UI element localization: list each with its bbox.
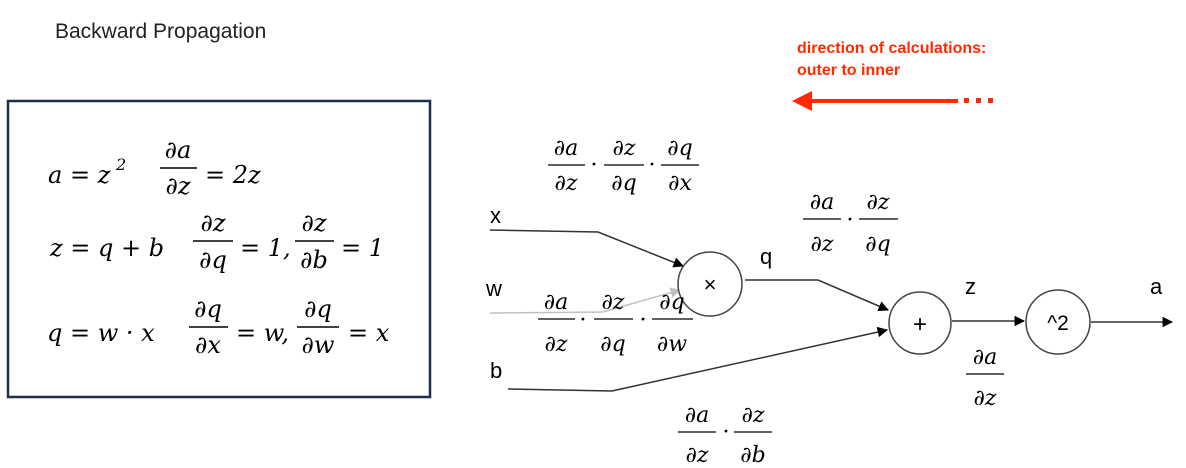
gdq-n2: ∂z [867,190,890,215]
eq3-denominator-1: ∂x [195,331,221,359]
gradient-dq: ∂a ∂z · ∂z ∂q [803,190,898,257]
eq3-rhs: = x [348,319,390,347]
gradient-dx: ∂a ∂z · ∂z ∂q · ∂q ∂x [548,136,699,196]
page-title: Backward Propagation [55,20,266,43]
direction-label-line1: direction of calculations: [797,40,986,57]
gdz-d1: ∂z [974,386,997,411]
multiply-node [677,251,743,317]
add-node [888,291,952,355]
gdx-d3: ∂x [668,171,692,196]
eq2-rhs: = 1 [341,234,384,262]
gdx-n1: ∂a [554,136,579,161]
gdx-n2: ∂z [613,136,636,161]
add-node-label: + [913,311,927,338]
gdw-n3: ∂q [659,290,684,315]
gdb-d1: ∂z [686,443,709,468]
graph-labels: x w b q z a [485,203,1163,383]
direction-dots [964,98,993,103]
gdw-dot2: · [640,308,647,333]
gdw-d3: ∂w [657,332,687,357]
equation-box [6,99,432,399]
gdw-dot1: · [580,308,587,333]
eq1-lhs: a = z [48,161,111,189]
eq2-denominator-1: ∂q [199,246,227,274]
edge-w-to-mul [489,287,682,314]
gradient-db: ∂a ∂z · ∂z ∂b [678,403,772,468]
eq3-numerator-2: ∂q [304,295,332,323]
gdw-n1: ∂a [544,290,569,315]
gdx-dot1: · [591,153,598,178]
eq2-denominator-2: ∂b [300,246,328,274]
multiply-node-label: × [704,272,717,297]
gradient-dz: ∂a ∂z [966,345,1004,411]
gdq-dot1: · [847,208,854,233]
eq2-mid: = 1, [240,234,291,262]
edge-x-to-mul [489,229,684,268]
eq1-rhs: = 2z [205,161,261,189]
gdx-d1: ∂z [555,171,578,196]
label-z: z [965,274,976,299]
equations: a = z 2 ∂a ∂z = 2z z = q + b ∂z ∂q = 1, … [47,136,390,359]
gdx-n3: ∂q [667,136,692,161]
gradient-dw: ∂a ∂z · ∂z ∂q · ∂q ∂w [538,290,693,357]
gdb-n1: ∂a [685,403,710,428]
label-b: b [490,358,502,383]
eq2-numerator-1: ∂z [200,209,225,237]
gdx-dot2: · [649,153,656,178]
eq3-numerator-1: ∂q [194,295,222,323]
eq1-exponent: 2 [115,155,126,174]
graph-edges [489,229,1174,392]
eq1-numerator: ∂a [165,136,192,164]
gdq-d1: ∂z [811,232,834,257]
label-a: a [1150,274,1163,299]
gdb-d2: ∂b [740,443,765,468]
gdz-n1: ∂a [973,345,998,370]
edge-q-to-add [745,279,889,312]
gdw-d1: ∂z [545,332,568,357]
gdb-n2: ∂z [742,403,765,428]
label-q: q [760,244,772,269]
gdq-n1: ∂a [810,190,835,215]
eq3-lhs: q = w · x [47,319,155,347]
gdx-d2: ∂q [611,171,636,196]
edge-b-to-add [507,326,889,392]
eq2-lhs: z = q + b [49,234,164,262]
eq3-denominator-2: ∂w [302,331,335,359]
square-node [1025,289,1091,355]
gdw-n2: ∂z [602,290,625,315]
gdq-d2: ∂q [865,232,890,257]
eq1-denominator: ∂z [165,172,190,200]
label-w: w [485,276,502,301]
gdb-dot1: · [723,420,730,445]
label-x: x [490,203,501,228]
eq2-numerator-2: ∂z [301,209,326,237]
direction-label-line2: outer to inner [797,62,900,79]
gdw-d2: ∂q [600,332,625,357]
eq3-mid: = w, [236,319,289,347]
square-node-label: ^2 [1047,312,1069,335]
